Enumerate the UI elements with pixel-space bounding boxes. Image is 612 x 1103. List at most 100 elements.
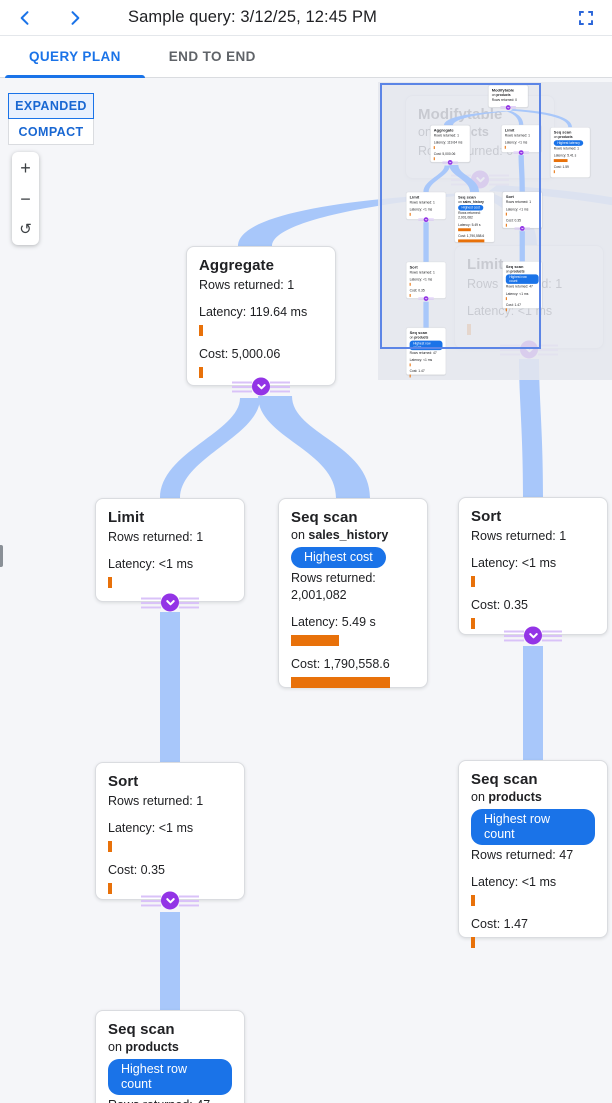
left-scrollbar-handle[interactable] — [0, 545, 3, 567]
collapse-chevron-button[interactable] — [232, 377, 290, 396]
mini-rows-returned: Rows returned: 1 — [504, 133, 537, 138]
chevron-side-lines — [141, 894, 161, 906]
mini-rows-value: 47 — [432, 350, 437, 355]
rows-value: 47 — [196, 1098, 210, 1103]
mini-table-prefix: on — [505, 269, 510, 273]
mini-latency-metric-value: <1 ms — [422, 277, 432, 282]
mini-latency-metric-value: 119.64 ms — [446, 140, 463, 145]
collapse-chevron-button[interactable] — [504, 626, 562, 645]
mini-latency-metric-bar-track — [553, 158, 586, 162]
chevron-side-lines — [179, 894, 199, 906]
mini-cost-metric-bar-track — [409, 293, 442, 297]
zoom-in-button[interactable]: + — [12, 152, 39, 183]
zoom-out-button[interactable]: − — [12, 183, 39, 214]
latency-metric-value: 119.64 ms — [249, 305, 308, 319]
mini-latency-metric-bar-track — [504, 145, 537, 149]
plan-edge-limit-left-to-sort-left — [160, 612, 180, 762]
mini-latency-metric-label: Latency: — [553, 153, 566, 158]
minimap-viewport[interactable] — [380, 83, 541, 349]
mini-cost-metric: Cost: 1.59 — [553, 164, 586, 169]
compact-button[interactable]: COMPACT — [8, 119, 94, 145]
collapse-chevron-button[interactable] — [141, 593, 199, 612]
mini-rows-returned: Rows returned: 47 — [409, 351, 442, 356]
latency-metric: Latency: <1 ms — [108, 820, 232, 837]
chevron-down-icon — [161, 891, 179, 910]
tab-query-plan[interactable]: QUERY PLAN — [5, 36, 145, 78]
expanded-button[interactable]: EXPANDED — [8, 93, 94, 119]
rows-value: 1 — [196, 794, 204, 808]
chevron-side-lines — [542, 629, 562, 641]
node-title: Limit — [108, 509, 145, 526]
cost-metric: Cost: 5,000.06 — [199, 346, 323, 363]
rows-returned: Rows returned: 47 — [471, 847, 595, 864]
latency-metric-bar — [291, 635, 340, 646]
mini-collapse-chevron-button — [442, 159, 458, 165]
mini-latency-metric-bar — [505, 296, 507, 300]
mini-rows-returned: Rows returned: 1 — [553, 146, 586, 151]
latency-metric: Latency: <1 ms — [471, 874, 595, 891]
node-title: Aggregate — [199, 257, 275, 274]
mini-node-title: Aggregate — [433, 127, 454, 133]
mini-rows-value: 1 — [576, 146, 579, 151]
highlight-badge: Highest row count — [471, 809, 595, 845]
mini-latency-metric: Latency: <1 ms — [409, 358, 442, 363]
mini-node-title: Seq scan — [553, 130, 572, 135]
latency-metric-label: Latency: — [471, 556, 519, 570]
tab-bar: QUERY PLAN END TO END — [0, 36, 612, 78]
node-table-label: on products — [471, 789, 595, 806]
mini-rows-returned: Rows returned: 0 — [491, 98, 524, 103]
plan-edge-sort-mid-to-seqscan-products-mid — [523, 646, 543, 762]
node-table-label: on sales_history — [291, 527, 415, 544]
mini-node-title: Modifytable — [491, 87, 514, 93]
mini-latency-metric: Latency: <1 ms — [409, 277, 442, 282]
latency-metric-label: Latency: — [471, 875, 519, 889]
mini-latency-metric: Latency: <1 ms — [504, 140, 537, 145]
chevron-side-lines — [141, 596, 161, 608]
latency-metric-bar-track — [471, 576, 595, 587]
mini-latency-metric-bar — [504, 145, 506, 149]
rows-returned: Rows returned: 1 — [199, 277, 323, 294]
mini-rows-returned: Rows returned: 1 — [409, 270, 442, 275]
mini-rows-value: 47 — [528, 284, 533, 289]
mini-chevron-down-icon — [518, 150, 524, 155]
latency-metric-label: Latency: — [199, 305, 247, 319]
mini-chevron-side-lines — [510, 105, 516, 109]
plan-edge-aggregate-to-limit-left — [160, 398, 260, 498]
mini-node-title: Seq scan — [505, 264, 524, 269]
latency-metric-bar-track — [471, 895, 595, 906]
cost-metric-bar — [199, 367, 203, 378]
collapse-chevron-button[interactable] — [141, 891, 199, 910]
reset-view-button[interactable]: ↺ — [12, 214, 39, 245]
mini-latency-metric-bar — [409, 363, 411, 367]
zoom-panel: + − ↺ — [12, 152, 39, 245]
fullscreen-button[interactable] — [572, 4, 600, 32]
back-button[interactable] — [9, 2, 41, 34]
forward-button[interactable] — [59, 2, 91, 34]
node-table-label: on products — [108, 1039, 232, 1056]
cost-metric-value: 5,000.06 — [231, 347, 281, 361]
mini-rows-returned: Rows returned: 1 — [433, 133, 466, 138]
mini-cost-metric-label: Cost: — [409, 288, 418, 293]
mini-cost-metric: Cost: 1.47 — [409, 369, 442, 374]
latency-metric-value: <1 ms — [521, 875, 557, 889]
rows-value: 1 — [559, 529, 567, 543]
latency-metric-bar — [471, 895, 475, 906]
mini-latency-metric-label: Latency: — [409, 357, 422, 362]
mini-chevron-side-lines — [523, 150, 529, 154]
mini-latency-metric-label: Latency: — [409, 277, 422, 282]
plan-edge-aggregate-to-seqscan-sales — [258, 396, 370, 498]
tab-end-to-end[interactable]: END TO END — [145, 36, 280, 77]
mini-table-prefix: on — [491, 92, 496, 97]
rows-label: Rows returned: — [199, 278, 284, 292]
chevron-side-lines — [270, 380, 290, 392]
chevron-down-icon — [161, 593, 179, 612]
